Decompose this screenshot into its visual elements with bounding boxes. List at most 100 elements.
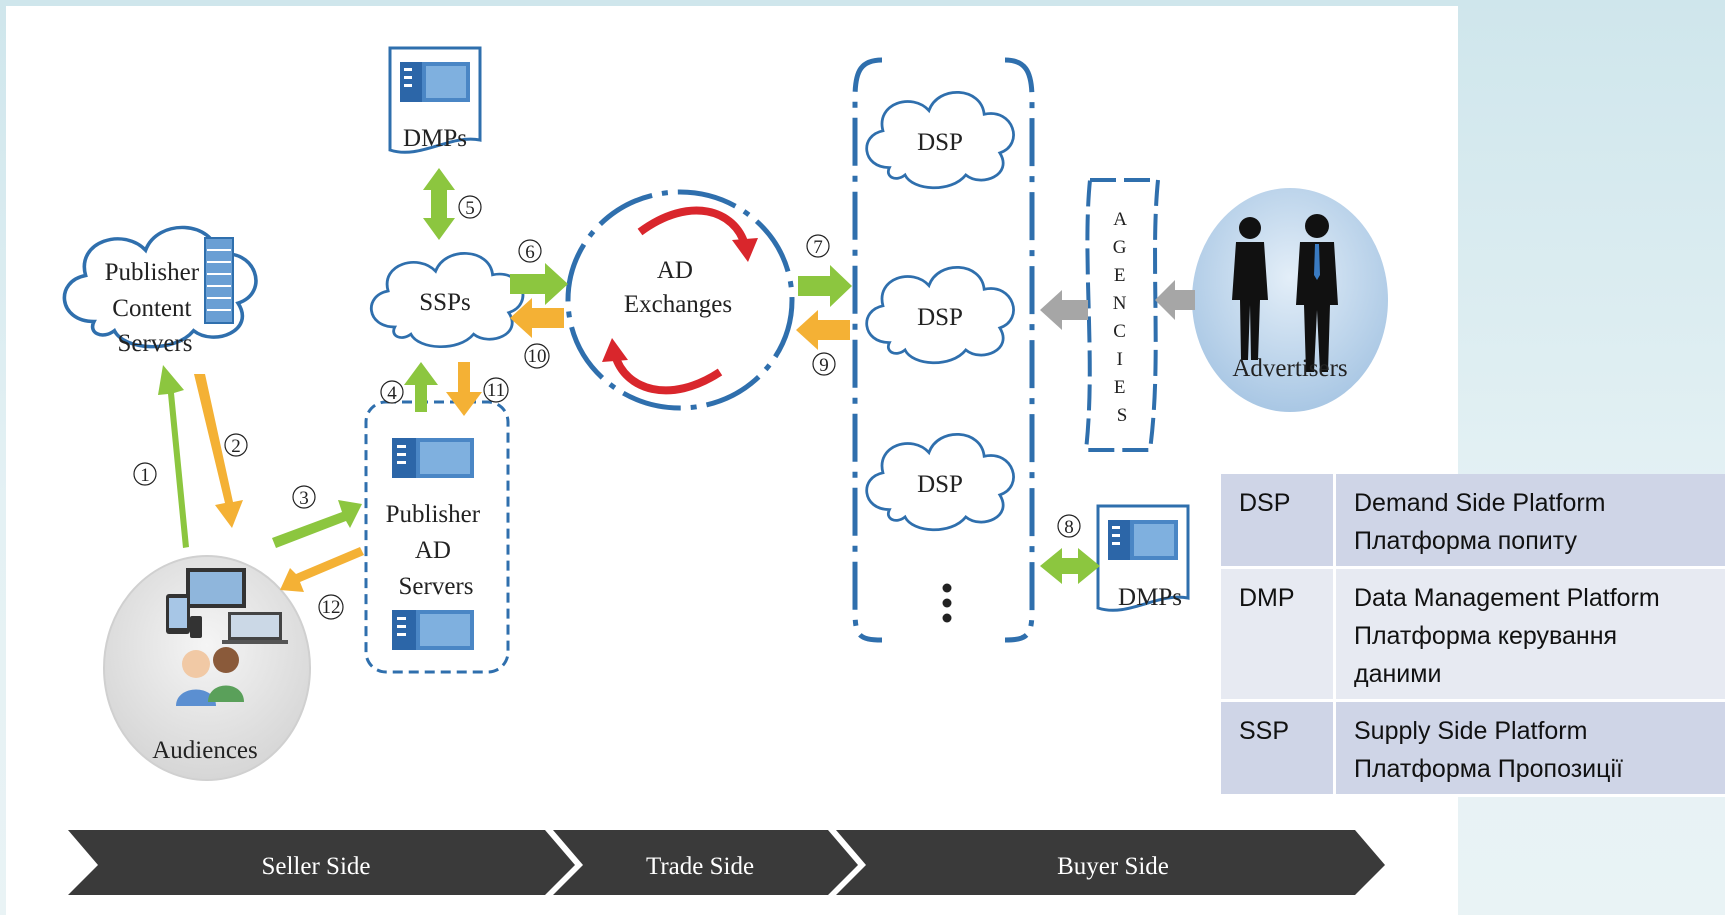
ad-exchanges-circle <box>565 189 795 411</box>
arrow-advertisers-to-agencies <box>1155 280 1195 320</box>
svg-text:Publisher AD Servers: Publisher AD Servers <box>386 501 487 600</box>
step-marker-10: 10 <box>524 343 550 369</box>
step-marker-7: 7 <box>806 234 830 258</box>
arrow-1 <box>158 365 189 548</box>
publisher-content-servers-label-2: Content <box>112 295 191 322</box>
dmps-bottom-label: DMPs <box>1118 584 1182 611</box>
dsp-3-label: DSP <box>917 471 963 498</box>
agencies-letter-8: S <box>1117 405 1128 426</box>
phase-trade-side-label: Trade Side <box>646 853 754 880</box>
svg-text:AD Exchanges: AD Exchanges <box>624 257 732 318</box>
phase-seller-side <box>68 830 575 895</box>
svg-text:6: 6 <box>525 242 535 263</box>
publisher-ad-servers-label-3: Servers <box>399 573 474 600</box>
svg-text:7: 7 <box>813 237 823 258</box>
svg-text:10: 10 <box>528 346 547 367</box>
dsp-bracket <box>852 57 1035 643</box>
phase-buyer-side <box>836 830 1385 895</box>
publisher-ad-servers-label-1: Publisher <box>386 501 481 528</box>
ssps-label: SSPs <box>419 289 470 316</box>
audiences-circle <box>103 555 311 781</box>
abbreviation-legend-table: DSP Demand Side Platform Платформа попит… <box>1221 474 1725 797</box>
step-marker-1: 1 <box>133 462 157 486</box>
phase-buyer-side-label: Buyer Side <box>1057 853 1169 880</box>
arrow-10 <box>510 298 564 338</box>
ad-server-icon-top <box>392 438 474 478</box>
legend-desc-ssp: Supply Side Platform Платформа Пропозиці… <box>1334 700 1725 796</box>
arrow-12 <box>280 547 364 592</box>
step-marker-11: 11 <box>483 377 509 403</box>
svg-text:4: 4 <box>387 383 397 404</box>
agencies-letter-1: A <box>1113 209 1127 230</box>
legend-ssp-en: Supply Side Platform <box>1354 717 1588 745</box>
legend-dsp-en: Demand Side Platform <box>1354 489 1606 517</box>
svg-text:3: 3 <box>299 488 309 509</box>
legend-dsp-uk: Платформа попиту <box>1354 527 1577 555</box>
publisher-ad-servers-label-2: AD <box>415 537 451 564</box>
phase-seller-side-label: Seller Side <box>261 853 370 880</box>
legend-row-dmp: DMP Data Management Platform Платформа к… <box>1221 567 1725 701</box>
arrow-agencies-to-dsps <box>1040 290 1088 330</box>
legend-abbr-dmp: DMP <box>1221 567 1336 701</box>
step-marker-12: 12 <box>318 594 344 620</box>
dsp-1-label: DSP <box>917 129 963 156</box>
publisher-content-servers-label-1: Publisher <box>105 259 200 286</box>
ad-ecosystem-diagram: Publisher Content Servers DMPs SSPs AD E… <box>62 46 1388 895</box>
legend-desc-dsp: Demand Side Platform Платформа попиту <box>1334 474 1725 568</box>
svg-text:A G E N C: A G E N C I E S <box>1113 209 1131 426</box>
legend-dmp-en: Data Management Platform <box>1354 584 1660 612</box>
advertisers-circle <box>1192 188 1388 412</box>
svg-text:12: 12 <box>322 597 341 618</box>
phase-bar <box>68 830 1385 895</box>
legend-abbr-dsp: DSP <box>1221 474 1336 568</box>
arrow-5 <box>423 168 455 240</box>
ad-server-icon-bottom <box>392 610 474 650</box>
arrow-11 <box>446 362 482 416</box>
more-dsps-ellipsis <box>942 583 952 623</box>
svg-text:Publisher Content Serv: Publisher Content Servers <box>105 259 206 357</box>
step-marker-6: 6 <box>518 239 542 263</box>
agencies-letter-6: I <box>1116 349 1122 370</box>
legend-ssp-uk: Платформа Пропозиції <box>1354 755 1623 783</box>
step-marker-3: 3 <box>292 485 316 509</box>
svg-text:5: 5 <box>465 198 475 219</box>
slide-panel: Publisher Content Servers DMPs SSPs AD E… <box>62 46 1388 895</box>
legend-abbr-ssp: SSP <box>1221 700 1336 796</box>
step-marker-8: 8 <box>1057 514 1081 538</box>
dsp-2-label: DSP <box>917 304 963 331</box>
arrow-8 <box>1040 548 1100 584</box>
agencies-banner <box>1083 178 1161 452</box>
agencies-letter-4: N <box>1113 293 1127 314</box>
advertisers-label: Advertisers <box>1232 355 1347 382</box>
server-rack-icon <box>204 237 234 324</box>
phase-trade-side <box>553 830 858 895</box>
businesswoman-icon <box>1232 217 1268 360</box>
ad-exchanges-label-2: Exchanges <box>624 291 732 318</box>
arrow-6 <box>510 263 568 305</box>
agencies-letter-7: E <box>1114 377 1126 398</box>
svg-text:9: 9 <box>819 355 829 376</box>
step-marker-4: 4 <box>380 380 404 404</box>
legend-desc-dmp: Data Management Platform Платформа керув… <box>1334 567 1725 701</box>
agencies-letter-3: E <box>1114 265 1126 286</box>
step-marker-2: 2 <box>224 433 248 457</box>
arrow-9 <box>796 310 850 350</box>
audiences-label: Audiences <box>152 737 258 764</box>
publisher-content-servers-label-3: Servers <box>118 330 193 357</box>
ad-exchanges-label-1: AD <box>657 257 693 284</box>
arrow-4 <box>404 362 438 412</box>
arrow-2 <box>194 374 243 528</box>
legend-row-ssp: SSP Supply Side Platform Платформа Пропо… <box>1221 700 1725 796</box>
dmps-top-label: DMPs <box>403 125 467 152</box>
step-marker-9: 9 <box>812 352 836 376</box>
devices-icon <box>166 568 288 644</box>
agencies-letter-5: C <box>1113 321 1126 342</box>
legend-dmp-uk-1: Платформа керування <box>1354 622 1618 650</box>
svg-text:11: 11 <box>487 380 505 401</box>
svg-text:1: 1 <box>140 465 150 486</box>
businessman-icon <box>1296 214 1338 372</box>
arrow-7 <box>798 265 852 307</box>
legend-row-dsp: DSP Demand Side Platform Платформа попит… <box>1221 474 1725 568</box>
agencies-letter-2: G <box>1113 237 1127 258</box>
people-icon <box>176 647 244 706</box>
